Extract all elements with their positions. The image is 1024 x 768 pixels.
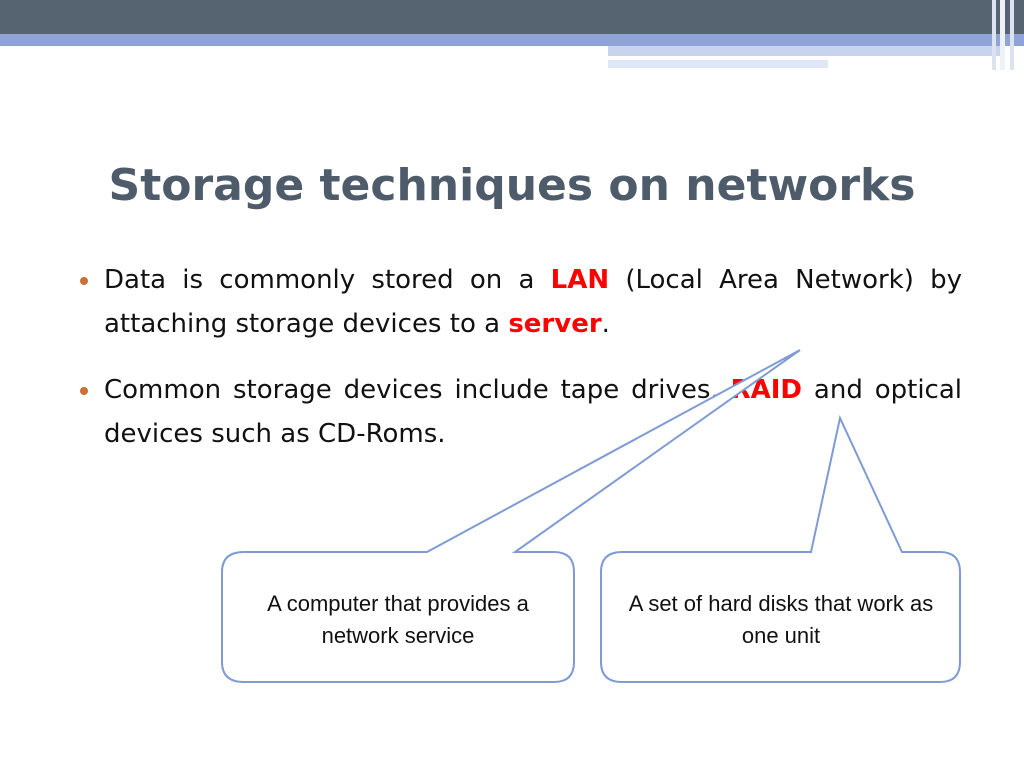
top-band-stripe-1 (992, 0, 996, 70)
callout-server-text: A computer that provides a network servi… (267, 591, 529, 648)
term-raid: RAID (730, 375, 803, 405)
bullet-item: Data is commonly stored on a LAN (Local … (78, 258, 962, 346)
term-server: server (508, 309, 602, 339)
bullet-item: Common storage devices include tape driv… (78, 368, 962, 456)
top-band-light (0, 34, 1024, 46)
top-band-accent-2 (608, 60, 828, 68)
bullet-list: Data is commonly stored on a LAN (Local … (78, 258, 962, 478)
bullet-text-part: Data is commonly stored on a (104, 265, 551, 295)
bullet-dot-icon (80, 277, 88, 285)
slide-title: Storage techniques on networks (108, 160, 916, 211)
callout-raid-text: A set of hard disks that work as one uni… (628, 591, 934, 648)
bullet-dot-icon (80, 387, 88, 395)
top-band-accent-1 (608, 46, 1004, 56)
bullet-text-part: . (601, 309, 610, 339)
term-lan: LAN (550, 265, 610, 295)
bullet-text-part: Common storage devices include tape driv… (104, 375, 731, 405)
bullet-text-part: (Local Area Network) by attaching storag… (104, 265, 963, 339)
top-band-stripe-3 (1010, 0, 1014, 70)
top-band-dark (0, 0, 1024, 34)
top-band-stripe-2 (1000, 0, 1005, 70)
